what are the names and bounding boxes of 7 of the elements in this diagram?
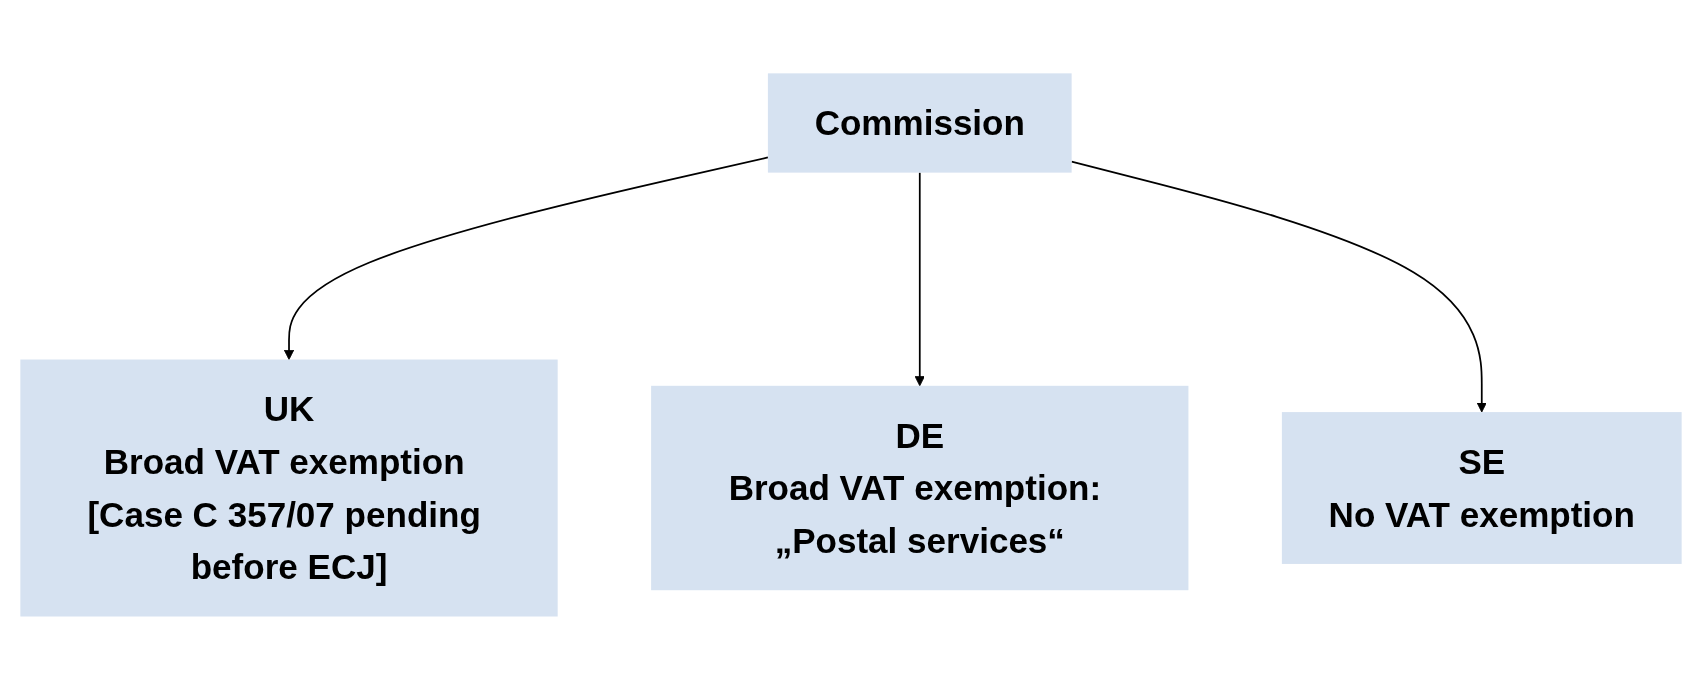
node-box: UK Broad VAT exemption [Case C 357/07 pending before ECJ]: [19, 359, 558, 617]
node-box: Commission: [767, 73, 1072, 173]
arrow: [1070, 160, 1487, 413]
node-box: DE Broad VAT exemption: „Postal services“: [650, 385, 1188, 591]
arrow: [283, 156, 769, 361]
arrow: [914, 171, 925, 387]
node-box: SE No VAT exemption: [1281, 412, 1682, 564]
